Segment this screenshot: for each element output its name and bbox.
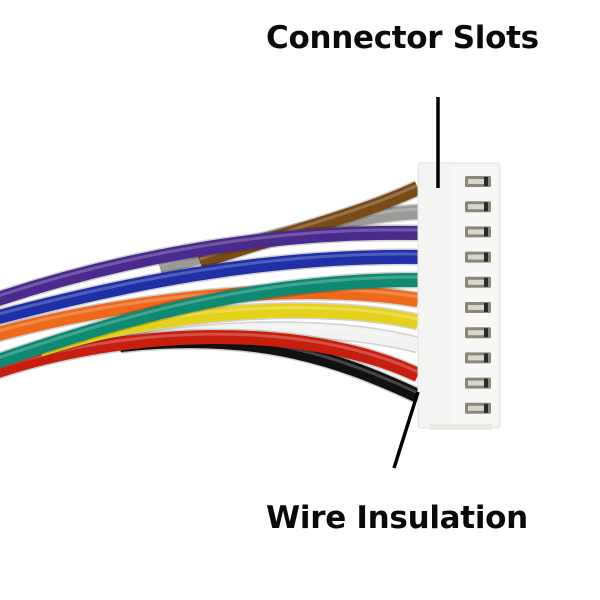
slot-terminal	[468, 305, 486, 310]
pointer-line-wire-insulation	[392, 391, 420, 469]
slot-latch	[484, 303, 488, 312]
wire-purple	[0, 225, 419, 306]
slot-latch	[484, 202, 488, 212]
wire-green-highlight	[0, 275, 419, 359]
slot-latch	[484, 378, 488, 388]
wire-orange-highlight	[0, 287, 419, 333]
wire-green	[0, 273, 419, 368]
slot-latch	[484, 353, 488, 363]
slot-terminal	[468, 380, 486, 386]
slot-terminal	[468, 229, 486, 235]
slot-terminal	[468, 279, 486, 285]
slot-terminal	[468, 405, 486, 411]
slot-terminal	[468, 179, 486, 184]
wire-blue-highlight	[0, 252, 419, 316]
wire-red	[0, 330, 421, 382]
wire-blue	[0, 249, 419, 324]
slot-terminal	[468, 330, 486, 336]
connector-slots-label: Connector Slots	[266, 20, 539, 56]
slot-latch	[484, 227, 488, 237]
slot-latch	[484, 328, 488, 338]
connector-housing	[417, 162, 501, 430]
connector-slots	[465, 176, 491, 414]
wire-insulation-label: Wire Insulation	[266, 500, 528, 536]
slot-terminal	[468, 355, 486, 361]
slot-latch	[484, 403, 488, 413]
slot-latch	[484, 252, 488, 262]
wire-brown	[197, 181, 421, 269]
slot-terminal	[468, 254, 486, 260]
connector-foot	[430, 424, 492, 430]
slot-terminal	[468, 204, 486, 210]
slot-latch	[484, 277, 488, 287]
wire-bundle	[0, 180, 422, 404]
wire-purple-highlight	[0, 228, 419, 297]
slot-latch	[484, 177, 488, 186]
